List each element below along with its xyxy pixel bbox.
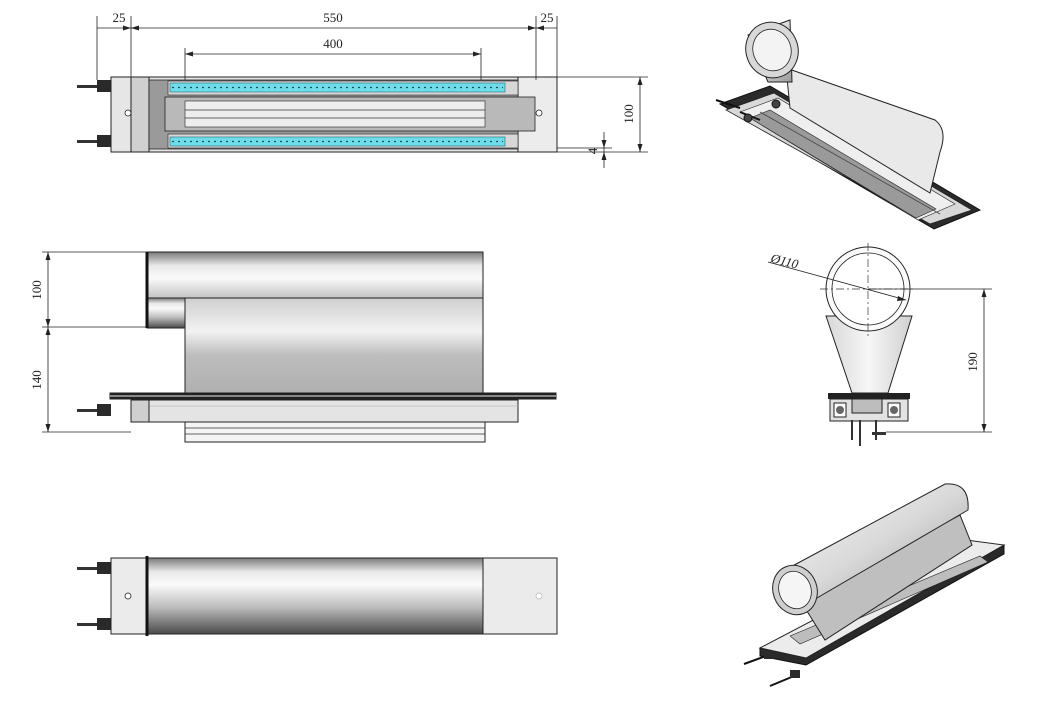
mounting-hole-right: [535, 109, 543, 117]
terminal-pins-side: [77, 404, 111, 416]
dimension-tube-height: 100: [29, 251, 147, 328]
heating-element-upper: [167, 80, 519, 96]
dim-diameter-label: Ø110: [768, 250, 800, 272]
bottom-view: [77, 556, 558, 636]
dim-left-margin-label: 25: [113, 10, 126, 25]
dim-element-length-label: 400: [323, 36, 343, 51]
dim-width-label: 100: [621, 104, 636, 124]
top-view: 25 550 25 400 100 4: [77, 10, 648, 168]
dimension-overall-length: 25 550 25: [96, 10, 558, 80]
iso-funnel-top: [785, 67, 944, 194]
terminal-pins-bottom: [77, 562, 111, 630]
isometric-view-bottom: [743, 483, 1006, 687]
side-view: 100 140: [29, 251, 557, 443]
isometric-view-top: [715, 19, 982, 230]
dim-plate-thickness-label: 4: [585, 147, 600, 154]
end-view: Ø110 190: [767, 243, 992, 446]
dim-overall-length-label: 550: [323, 10, 343, 25]
dim-base-height-label: 140: [29, 370, 44, 390]
exhaust-tube-bottom: [146, 557, 484, 635]
dimension-element-length: 400: [184, 36, 482, 80]
dimension-total-height: 190: [868, 288, 992, 433]
dim-right-margin-label: 25: [541, 10, 554, 25]
dim-tube-height-label: 100: [29, 280, 44, 300]
terminal-pins-top: [77, 80, 111, 147]
dimension-plate-thickness: 4: [557, 132, 612, 168]
dimension-width: 100: [557, 76, 648, 153]
heating-element-lower: [167, 133, 519, 149]
mounting-hole-left: [124, 109, 132, 117]
base-housing-side: [130, 399, 519, 423]
dimension-base-height: 140: [29, 327, 131, 433]
dim-total-height-label: 190: [965, 352, 980, 372]
